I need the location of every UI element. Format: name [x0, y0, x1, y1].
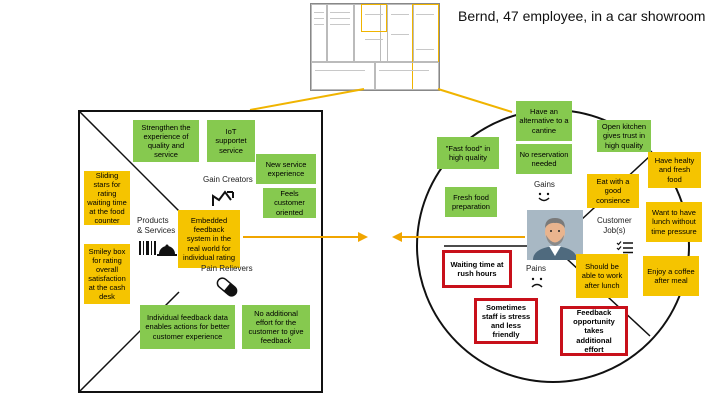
- persona-title: Bernd, 47 employee, in a car showroom: [458, 8, 706, 24]
- sticky-good-conscience: Eat with a good consience: [587, 174, 639, 208]
- sticky-strengthen: Strengthen the experience of quality and…: [133, 120, 199, 162]
- barcode-icon: [139, 241, 156, 255]
- thumb-text: [416, 14, 434, 15]
- pill-icon: [216, 277, 238, 297]
- sticky-individual-feedback: Individual feedback data enables actions…: [140, 305, 235, 349]
- sticky-new-service: New service experience: [256, 154, 316, 184]
- sticky-embedded-feedback: Embedded feedback system in the real wor…: [178, 210, 240, 268]
- pain-relievers-label: Pain Relievers: [201, 264, 253, 273]
- gains-label: Gains: [534, 180, 555, 189]
- thumb-col: [311, 4, 327, 62]
- sticky-iot: IoT supportet service: [207, 120, 255, 162]
- sticky-fast-food: "Fast food" in high quality: [437, 137, 499, 169]
- thumb-text: [391, 14, 409, 15]
- sticky-work-after-lunch: Should be able to work after lunch: [576, 254, 628, 298]
- thumb-row: [375, 62, 439, 90]
- thumb-text: [365, 14, 383, 15]
- sticky-lunch-no-pressure: Want to have lunch without time pressure: [646, 202, 702, 242]
- sticky-feedback-effort: Feedback opportunity takes additional ef…: [560, 306, 628, 356]
- thumb-text: [314, 18, 324, 19]
- canvas-thumbnail: [310, 3, 440, 91]
- sticky-sliding-stars: Sliding stars for rating waiting time at…: [84, 171, 130, 225]
- avatar-icon: [527, 210, 583, 260]
- sticky-staff-stress: Sometimes staff is stress and less frien…: [474, 298, 538, 344]
- customer-jobs-label: Customer Job(s): [597, 216, 632, 235]
- sticky-no-reservation: No reservation needed: [516, 144, 572, 174]
- thumb-text: [330, 18, 350, 19]
- thumb-highlight: [361, 4, 387, 32]
- value-map-diagonal-top: [78, 110, 180, 212]
- sticky-customer-oriented: Feels customer oriented: [263, 188, 316, 218]
- connector-line-right: [437, 88, 513, 113]
- checklist-icon: [616, 241, 633, 254]
- fit-arrow-head-right: [358, 232, 368, 242]
- frown-icon: [531, 277, 543, 288]
- thumb-col: [327, 4, 354, 62]
- thumb-text: [365, 39, 383, 40]
- products-services-label: Products & Services: [137, 216, 176, 235]
- thumb-text: [314, 24, 324, 25]
- cloche-icon: [157, 244, 177, 256]
- thumb-text: [330, 24, 350, 25]
- pains-label: Pains: [526, 264, 547, 273]
- thumb-col: [387, 4, 414, 62]
- thumb-text: [314, 12, 324, 13]
- thumb-row: [311, 62, 375, 90]
- thumb-text: [391, 34, 409, 35]
- thumb-text: [330, 12, 350, 13]
- fit-arrow-head-left: [392, 232, 402, 242]
- sticky-waiting-time: Waiting time at rush hours: [442, 250, 512, 288]
- sticky-coffee-after-meal: Enjoy a coffee after meal: [643, 256, 699, 296]
- connector-line-left: [249, 88, 365, 111]
- sticky-open-kitchen: Open kitchen gives trust in high quality: [597, 120, 651, 152]
- sticky-smiley-box: Smiley box for rating overall satisfacti…: [84, 244, 130, 304]
- sticky-alternative-cantine: Have an alternative to a cantine: [516, 101, 572, 141]
- sticky-healthy-fresh: Have healty and fresh food: [648, 152, 701, 188]
- gain-creators-label: Gain Creators: [203, 175, 253, 184]
- smile-icon: [538, 192, 550, 202]
- gift-icon: [212, 190, 234, 206]
- sticky-fresh-preparation: Fresh food preparation: [445, 187, 497, 217]
- sticky-no-additional-effort: No additional effort for the customer to…: [242, 305, 310, 349]
- thumb-text: [416, 49, 434, 50]
- thumb-text: [315, 70, 365, 71]
- thumb-text: [379, 70, 429, 71]
